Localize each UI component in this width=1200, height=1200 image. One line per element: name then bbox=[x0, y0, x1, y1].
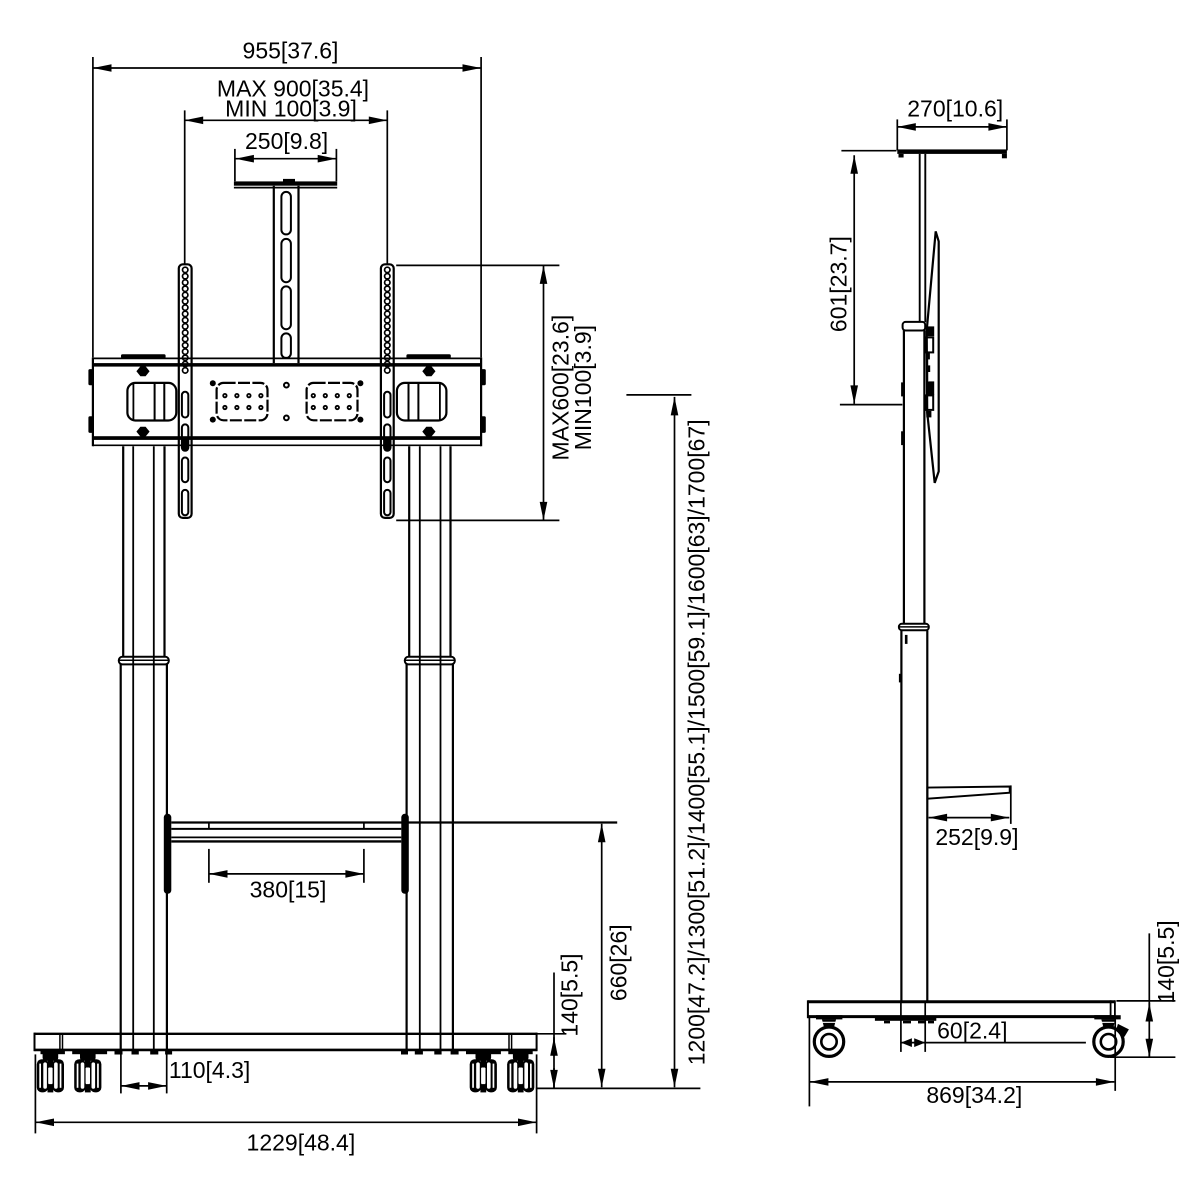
svg-text:110[4.3]: 110[4.3] bbox=[169, 1057, 250, 1083]
svg-text:MAX600[23.6]: MAX600[23.6] bbox=[547, 315, 573, 461]
svg-text:MAX 900[35.4]: MAX 900[35.4] bbox=[217, 76, 369, 102]
svg-text:270[10.6]: 270[10.6] bbox=[907, 95, 1003, 121]
svg-text:601[23.7]: 601[23.7] bbox=[825, 236, 851, 332]
svg-text:1229[48.4]: 1229[48.4] bbox=[247, 1130, 356, 1156]
svg-text:955[37.6]: 955[37.6] bbox=[243, 37, 339, 63]
svg-text:140[5.5]: 140[5.5] bbox=[1153, 920, 1179, 1003]
svg-text:252[9.9]: 252[9.9] bbox=[935, 824, 1018, 850]
svg-text:140[5.5]: 140[5.5] bbox=[556, 953, 582, 1036]
svg-text:250[9.8]: 250[9.8] bbox=[245, 128, 328, 154]
svg-text:380[15]: 380[15] bbox=[250, 876, 327, 902]
svg-text:MIN100[3.9]: MIN100[3.9] bbox=[570, 325, 596, 450]
svg-text:1200[47.2]/1300[51.2]/1400[55.: 1200[47.2]/1300[51.2]/1400[55.1]/1500[59… bbox=[683, 419, 709, 1065]
svg-text:869[34.2]: 869[34.2] bbox=[926, 1082, 1022, 1108]
svg-text:60[2.4]: 60[2.4] bbox=[937, 1017, 1007, 1043]
svg-text:MIN 100[3.9]: MIN 100[3.9] bbox=[225, 96, 357, 122]
svg-text:660[26]: 660[26] bbox=[606, 924, 632, 1001]
